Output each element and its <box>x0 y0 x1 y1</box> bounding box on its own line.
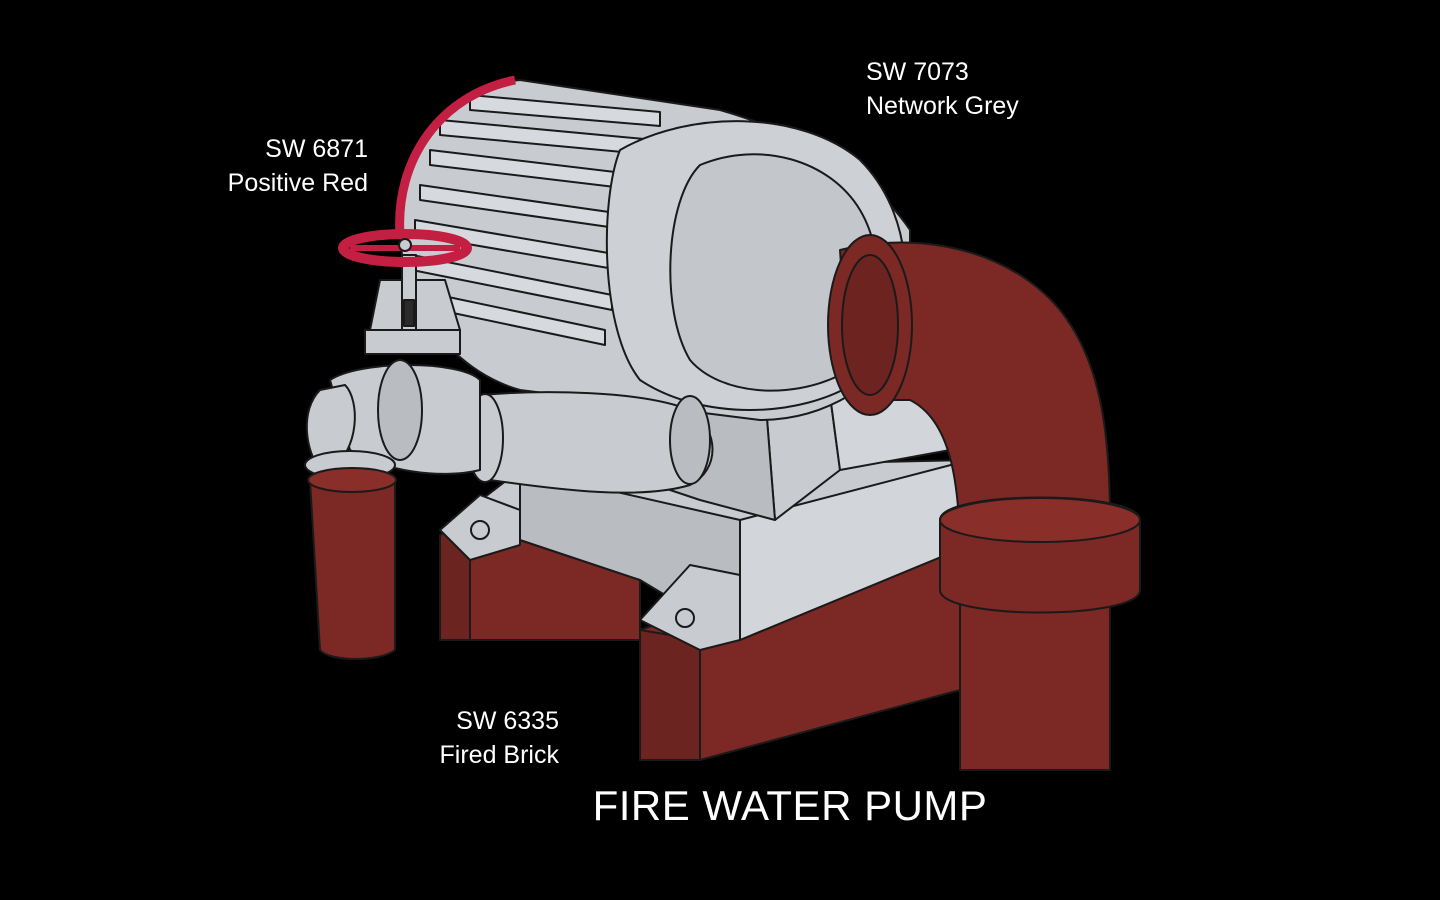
bolt-icon <box>675 608 695 628</box>
suction-pipe <box>304 359 714 494</box>
bolt-icon <box>470 520 490 540</box>
diagram-title: FIRE WATER PUMP <box>592 782 988 829</box>
label-network-grey-code: SW 7073 <box>866 58 969 86</box>
label-positive-red: SW 6871 Positive Red <box>150 132 368 200</box>
discharge-pipe <box>827 234 1141 771</box>
label-network-grey: SW 7073 Network Grey <box>866 55 1019 123</box>
label-positive-red-code: SW 6871 <box>265 135 368 163</box>
label-positive-red-name: Positive Red <box>227 169 368 197</box>
label-fired-brick-code: SW 6335 <box>456 707 559 735</box>
valve-handwheel <box>338 229 472 267</box>
label-network-grey-name: Network Grey <box>866 92 1019 120</box>
label-fired-brick-name: Fired Brick <box>439 741 559 769</box>
pump-base-frame <box>439 459 971 651</box>
gate-valve <box>364 254 461 355</box>
suction-drop-pipe <box>307 467 397 660</box>
red-accent-stripe <box>395 75 516 236</box>
label-fired-brick: SW 6335 Fired Brick <box>380 704 559 772</box>
